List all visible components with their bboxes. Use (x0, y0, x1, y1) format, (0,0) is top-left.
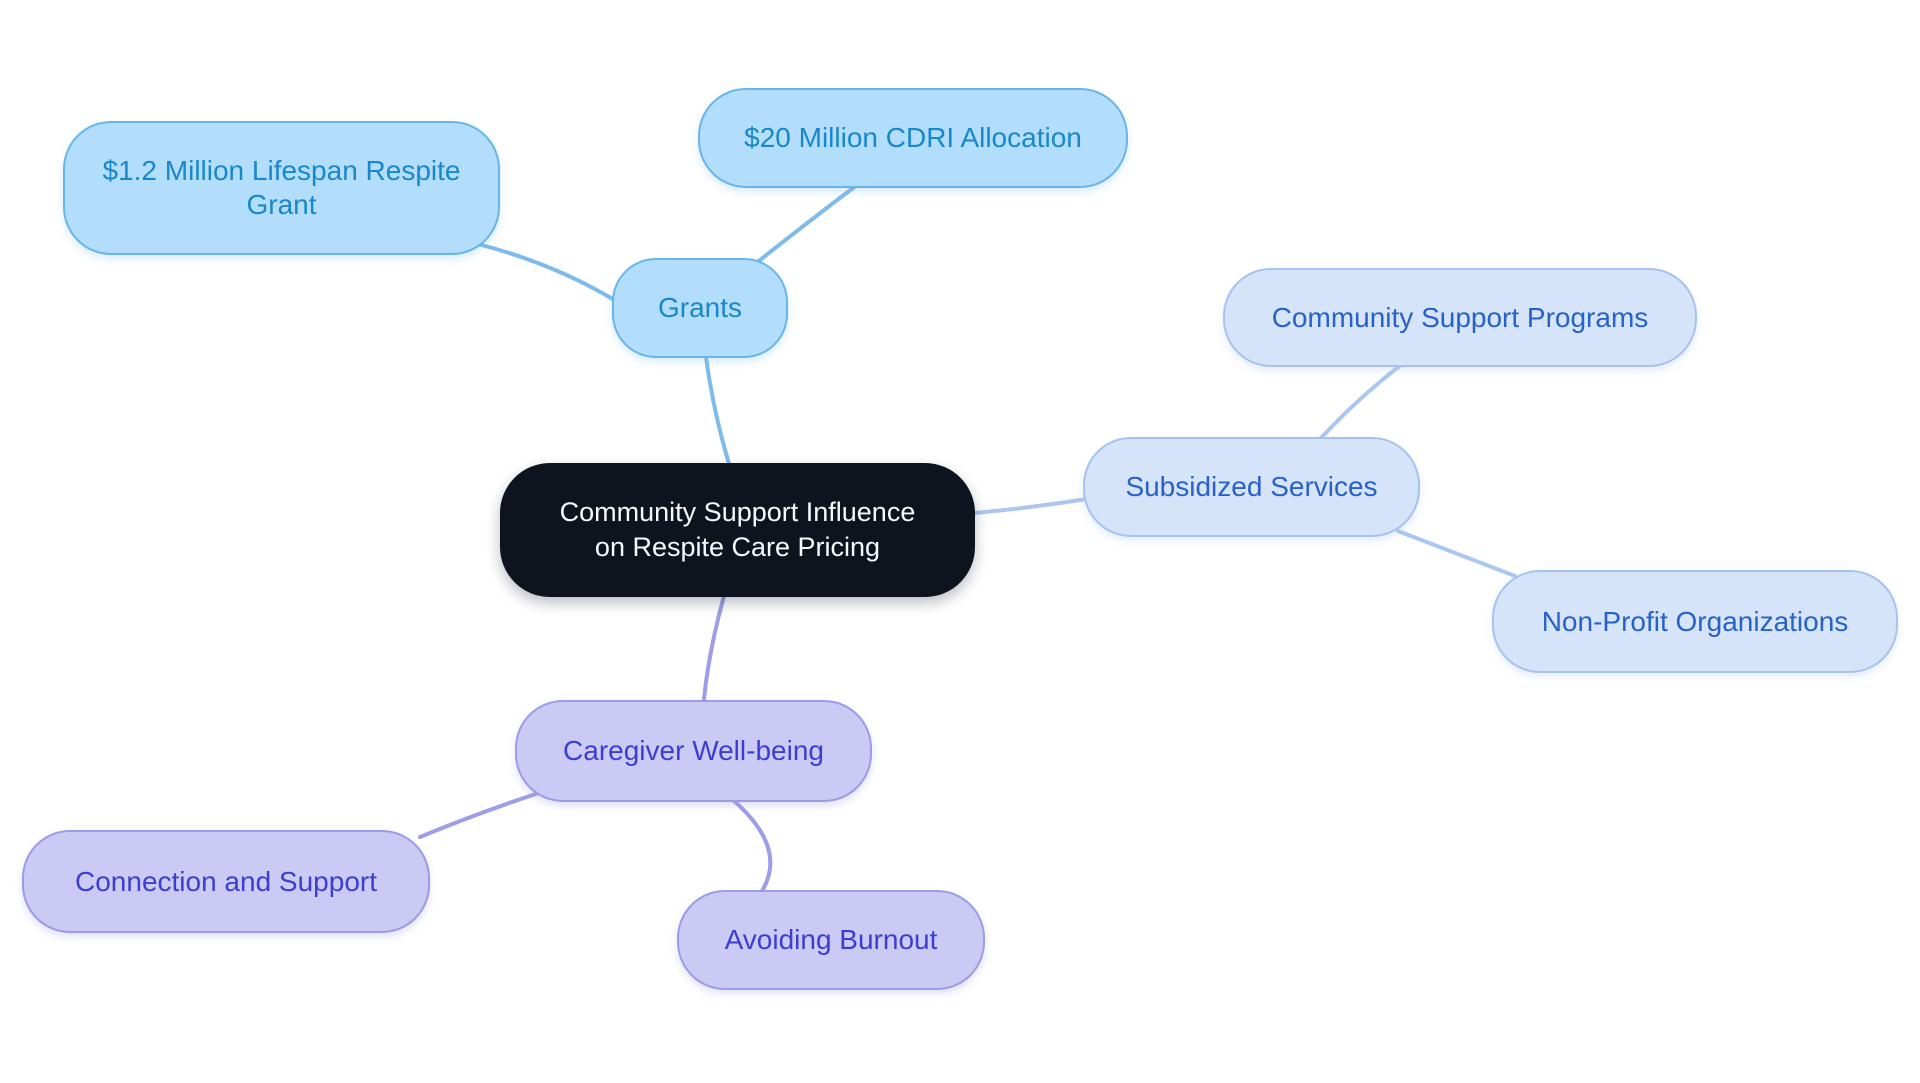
branch-grants-label: Grants (657, 292, 743, 323)
child-avoiding-burnout-label: Avoiding Burnout (724, 924, 938, 955)
edge-subsidized-programs (1318, 363, 1403, 441)
child-node-community-programs[interactable]: Community Support Programs (1223, 268, 1697, 367)
branch-node-grants[interactable]: Grants (612, 258, 788, 358)
child-cdri-allocation-label: $20 Million CDRI Allocation (744, 122, 1082, 153)
edge-subsidized-nonprofit (1396, 529, 1517, 578)
child-node-lifespan-grant[interactable]: $1.2 Million Lifespan Respite Grant (63, 121, 500, 255)
child-community-programs-label: Community Support Programs (1271, 301, 1649, 333)
edge-central-subsidized (972, 497, 1089, 515)
edge-caregiver-connection (418, 789, 547, 839)
edge-grants-cdri (748, 183, 859, 270)
child-nonprofit-orgs-label: Non-Profit Organizations (1541, 605, 1849, 637)
edge-caregiver-burnout (731, 798, 773, 893)
child-node-nonprofit-orgs[interactable]: Non-Profit Organizations (1492, 570, 1898, 673)
central-node[interactable]: Community Support Influence on Respite C… (500, 463, 975, 597)
branch-node-caregiver-wellbeing[interactable]: Caregiver Well-being (515, 700, 872, 802)
child-node-cdri-allocation[interactable]: $20 Million CDRI Allocation (698, 88, 1128, 188)
child-lifespan-grant-label: $1.2 Million Lifespan Respite Grant (102, 155, 461, 220)
branch-node-subsidized-services[interactable]: Subsidized Services (1083, 437, 1420, 537)
edge-grants-lifespan (476, 242, 618, 303)
child-node-avoiding-burnout[interactable]: Avoiding Burnout (677, 890, 985, 990)
branch-subsidized-services-label: Subsidized Services (1125, 471, 1378, 502)
central-node-label: Community Support Influence on Respite C… (559, 497, 916, 562)
branch-caregiver-wellbeing-label: Caregiver Well-being (563, 735, 824, 766)
edge-central-grants (704, 355, 731, 466)
edge-central-caregiver (702, 594, 726, 701)
child-connection-support-label: Connection and Support (75, 865, 377, 897)
child-node-connection-support[interactable]: Connection and Support (22, 830, 430, 933)
